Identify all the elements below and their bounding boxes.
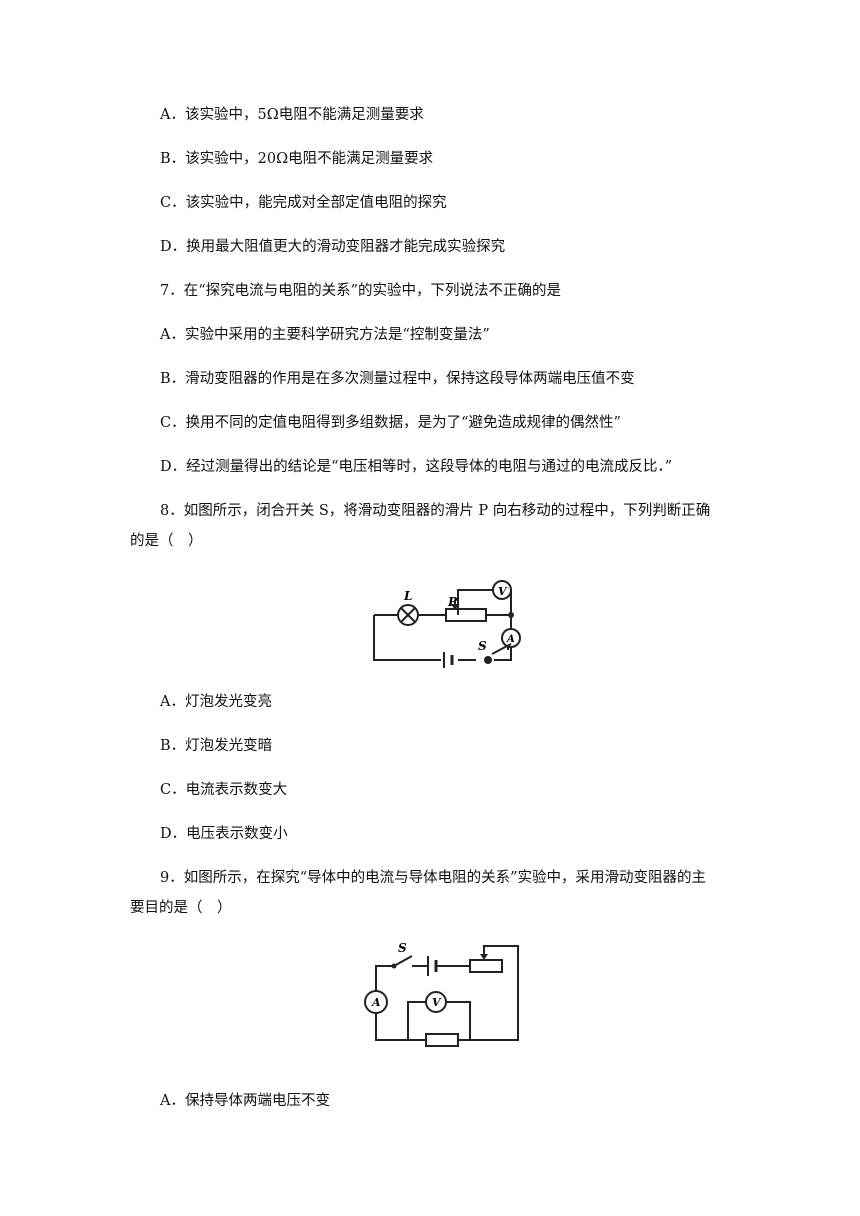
slider-label: P xyxy=(447,595,458,609)
q8-stem-line2: 的是（ ） xyxy=(130,533,203,549)
q9-option-a: A．保持导体两端电压不变 xyxy=(160,1093,330,1109)
q6-option-a: A．该实验中，5Ω电阻不能满足测量要求 xyxy=(160,107,424,123)
q6-option-b: B．该实验中，20Ω电阻不能满足测量要求 xyxy=(160,151,434,167)
switch-pivot xyxy=(391,963,397,969)
lamp-label: L xyxy=(403,589,412,603)
q6-option-c: C．该实验中，能完成对全部定值电阻的探究 xyxy=(160,195,447,211)
q9-stem-line2: 要目的是（ ） xyxy=(130,900,232,916)
q7-option-c: C．换用不同的定值电阻得到多组数据，是为了“避免造成规律的偶然性” xyxy=(160,415,621,431)
q7-stem: 7．在“探究电流与电阻的关系”的实验中，下列说法不正确的是 xyxy=(160,283,562,299)
q7-option-b: B．滑动变阻器的作用是在多次测量过程中，保持这段导体两端电压值不变 xyxy=(160,371,635,387)
q7-option-a: A．实验中采用的主要科学研究方法是“控制变量法” xyxy=(160,327,490,343)
q8-option-a: A．灯泡发光变亮 xyxy=(160,694,272,710)
ammeter-label: A xyxy=(371,996,381,1009)
q9-circuit-diagram: S A V xyxy=(364,941,519,1047)
voltmeter-label: V xyxy=(432,996,442,1009)
q8-stem-line1: 8．如图所示，闭合开关 S，将滑动变阻器的滑片 P 向右移动的过程中，下列判断正… xyxy=(160,503,711,519)
q8-circuit-diagram: L P V A S xyxy=(373,580,521,668)
q6-option-d: D．换用最大阻值更大的滑动变阻器才能完成实验探究 xyxy=(160,239,506,255)
q8-option-c: C．电流表示数变大 xyxy=(160,782,288,798)
switch-label: S xyxy=(398,941,407,955)
q8-option-d: D．电压表示数变小 xyxy=(160,826,288,842)
rheostat-arrowhead xyxy=(480,954,488,960)
q8-option-b: B．灯泡发光变暗 xyxy=(160,738,273,754)
q7-option-d: D．经过测量得出的结论是“电压相等时，这段导体的电阻与通过的电流成反比．” xyxy=(160,459,673,475)
q9-stem-line1: 9．如图所示，在探究“导体中的电流与导体电阻的关系”实验中，采用滑动变阻器的主 xyxy=(160,870,707,886)
junction-dot xyxy=(508,612,514,618)
ammeter-label: A xyxy=(506,634,515,645)
switch-label: S xyxy=(478,639,487,653)
voltmeter-label: V xyxy=(498,585,508,598)
slider-arrowhead xyxy=(451,604,459,610)
